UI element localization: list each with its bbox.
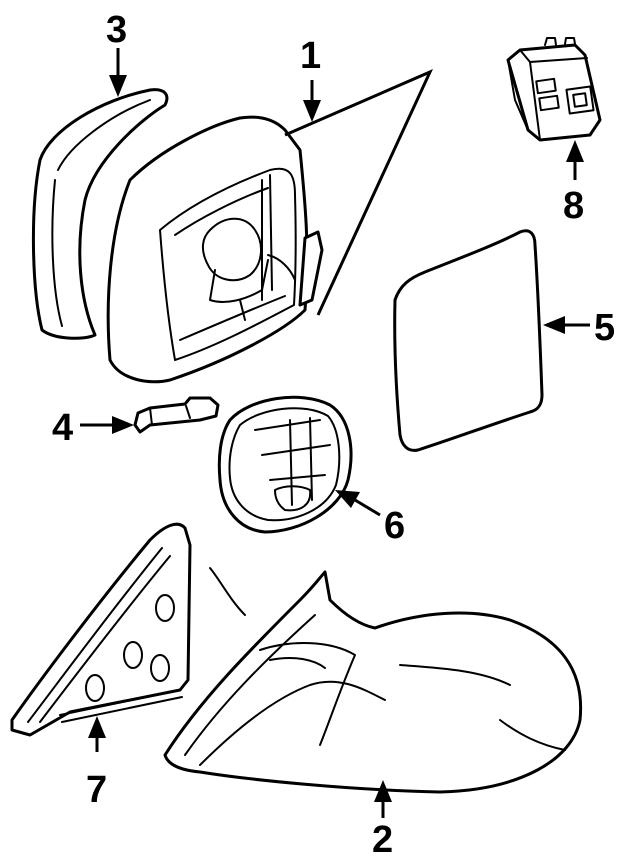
arrowhead-3 — [109, 75, 127, 97]
callout-8: 8 — [563, 185, 584, 227]
part-3-mirror-cover — [31, 88, 169, 340]
arrowhead-5 — [543, 316, 565, 334]
part-8-mirror-switch — [506, 37, 602, 142]
part-4-bracket — [133, 396, 220, 434]
callout-3: 3 — [106, 9, 127, 51]
arrowhead-7 — [88, 716, 106, 738]
callout-2: 2 — [372, 819, 393, 856]
part-7-sail-panel — [10, 522, 192, 737]
callout-5: 5 — [594, 307, 615, 349]
part-5-mirror-glass — [393, 229, 544, 452]
part-2-mirror-shell — [163, 567, 583, 794]
callout-4: 4 — [52, 407, 73, 449]
callout-7: 7 — [86, 769, 107, 811]
callout-1: 1 — [300, 35, 321, 77]
callout-1-bracket — [284, 69, 434, 316]
arrowhead-8 — [566, 140, 584, 162]
leader-6 — [354, 498, 381, 517]
part-1-mirror-housing — [106, 115, 324, 384]
arrowhead-4 — [112, 416, 134, 434]
callout-6: 6 — [384, 505, 405, 547]
part-6-mirror-motor — [217, 395, 353, 534]
arrowhead-2 — [374, 780, 392, 802]
callout-leaders — [80, 48, 590, 818]
arrowhead-6 — [335, 490, 360, 508]
arrowhead-1 — [303, 100, 321, 122]
